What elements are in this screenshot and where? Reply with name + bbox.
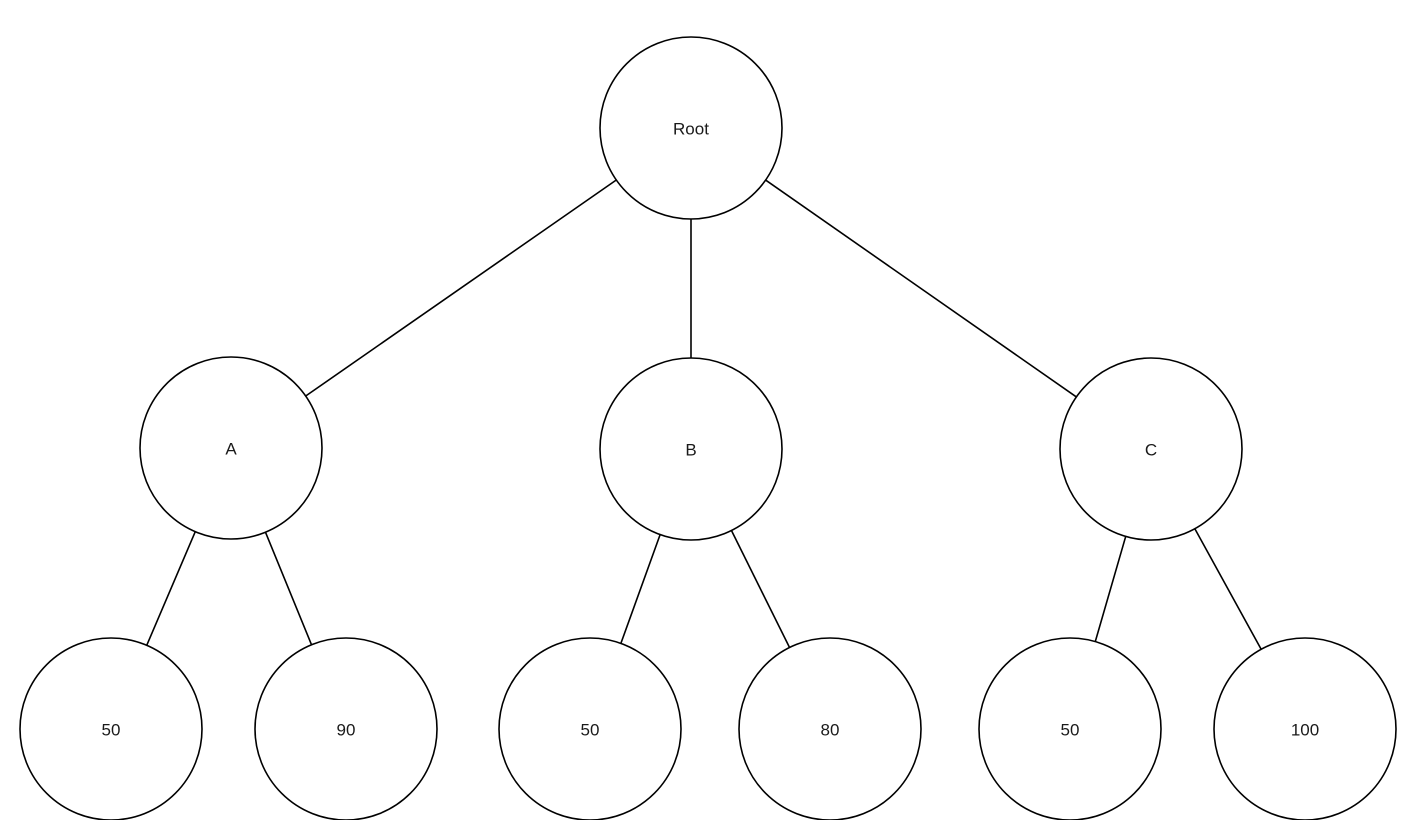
tree-node-c[interactable]: C [1059, 357, 1243, 541]
node-circle-c2[interactable] [1213, 637, 1397, 820]
tree-node-a2[interactable]: 90 [254, 637, 438, 820]
tree-node-b1[interactable]: 50 [498, 637, 682, 820]
tree-edge-root-a [305, 179, 617, 397]
tree-node-c1[interactable]: 50 [978, 637, 1162, 820]
node-label-a1: 50 [102, 721, 121, 740]
tree-edge-c-c2 [1194, 528, 1262, 650]
tree-edge-a-a2 [264, 531, 313, 646]
tree-edge-a-a1 [146, 531, 196, 646]
tree-node-root[interactable]: Root [599, 36, 783, 220]
tree-edge-root-c [765, 179, 1077, 398]
node-circle-a2[interactable] [254, 637, 438, 820]
node-circle-root[interactable] [599, 36, 783, 220]
tree-edge-c-c1 [1094, 536, 1127, 642]
tree-node-b[interactable]: B [599, 357, 783, 541]
node-label-a2: 90 [337, 721, 356, 740]
node-circle-c[interactable] [1059, 357, 1243, 541]
edges-layer [146, 179, 1262, 650]
node-label-b1: 50 [581, 721, 600, 740]
tree-node-a1[interactable]: 50 [19, 637, 203, 820]
tree-node-b2[interactable]: 80 [738, 637, 922, 820]
node-circle-b[interactable] [599, 357, 783, 541]
node-label-c1: 50 [1061, 721, 1080, 740]
node-circle-b2[interactable] [738, 637, 922, 820]
node-label-b: B [685, 441, 696, 460]
node-circle-c1[interactable] [978, 637, 1162, 820]
tree-edge-b-b1 [620, 534, 661, 644]
tree-node-c2[interactable]: 100 [1213, 637, 1397, 820]
node-label-root: Root [673, 120, 709, 139]
node-circle-a[interactable] [139, 356, 323, 540]
tree-edge-b-b2 [730, 530, 791, 648]
node-label-c2: 100 [1291, 721, 1319, 740]
node-label-a: A [225, 440, 237, 459]
node-circle-a1[interactable] [19, 637, 203, 820]
tree-node-a[interactable]: A [139, 356, 323, 540]
node-label-b2: 80 [821, 721, 840, 740]
node-label-c: C [1145, 441, 1157, 460]
node-circle-b1[interactable] [498, 637, 682, 820]
